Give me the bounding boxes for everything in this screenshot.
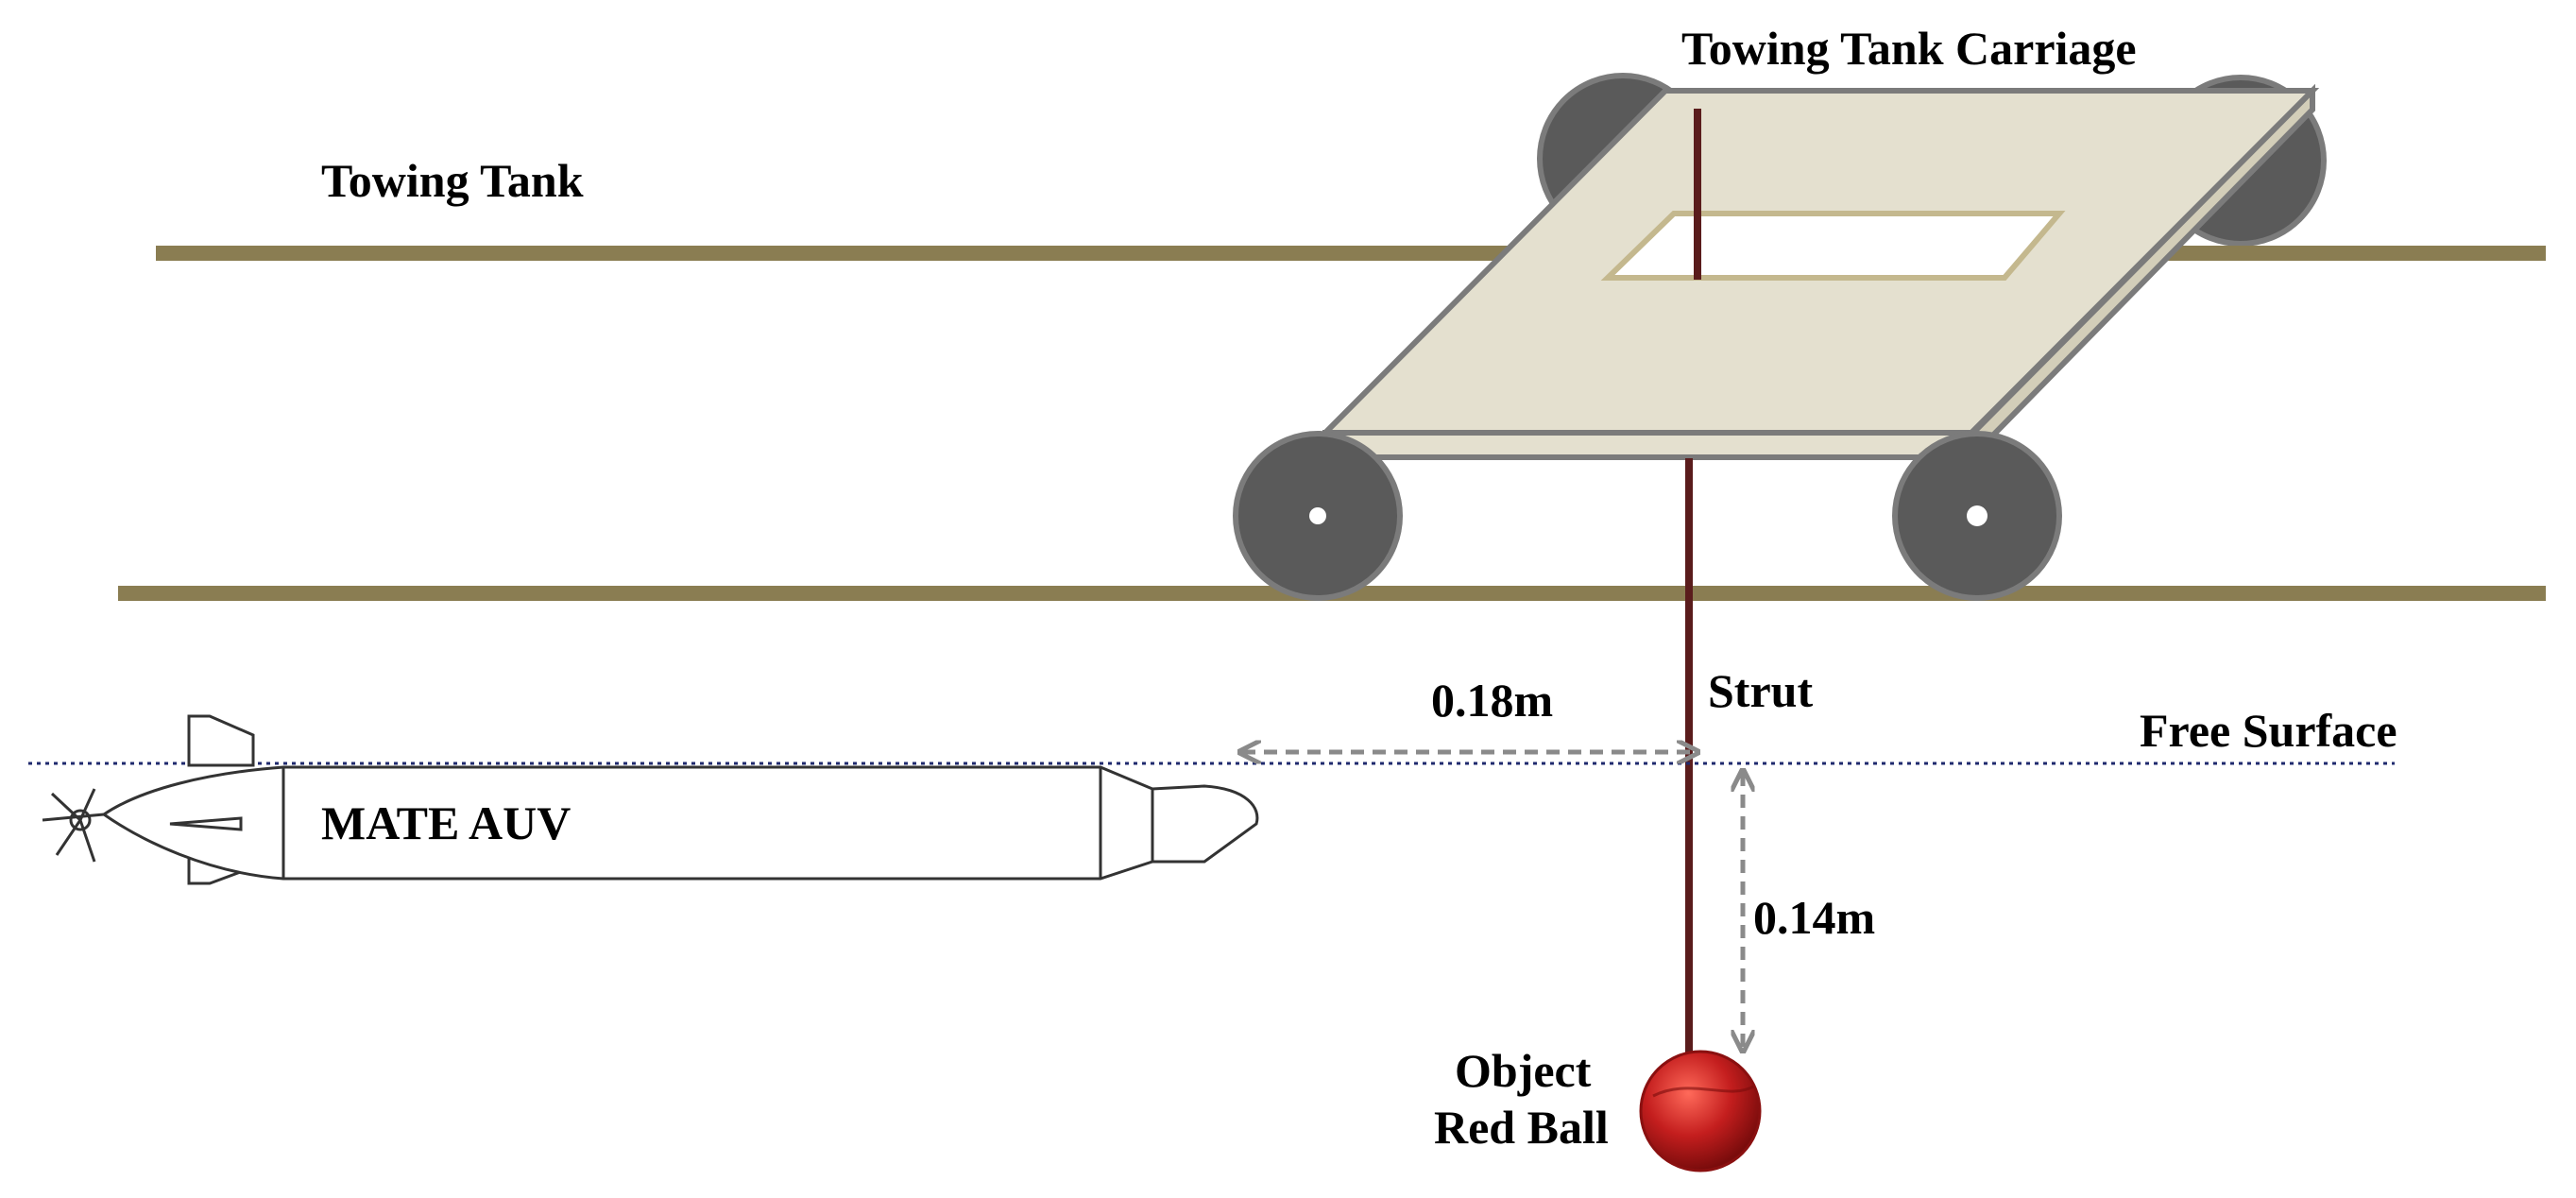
red-ball-seam	[1652, 1085, 1754, 1098]
towing-tank-label: Towing Tank	[321, 154, 584, 207]
auv-hull	[101, 765, 1259, 881]
front-left-hub	[1309, 507, 1326, 524]
carriage-platform	[1318, 83, 2320, 465]
auv-propeller-shaft	[42, 813, 105, 822]
red-ball	[1639, 1050, 1762, 1172]
horizontal-distance-label: 0.18m	[1431, 674, 1553, 727]
auv-label: MATE AUV	[321, 796, 571, 849]
auv-top-fin	[187, 714, 255, 767]
red-ball-label: Red Ball	[1434, 1101, 1609, 1154]
carriage-label: Towing Tank Carriage	[1681, 22, 2137, 75]
vertical-distance-label: 0.14m	[1753, 891, 1875, 944]
auv-rudder-slot	[169, 816, 243, 831]
free-surface-label: Free Surface	[2140, 704, 2397, 757]
platform-opening	[1600, 211, 2066, 281]
front-wheels	[1233, 431, 2062, 601]
platform-front-edge	[1322, 430, 1974, 460]
object-label: Object	[1455, 1044, 1592, 1097]
strut-label: Strut	[1708, 664, 1813, 717]
propeller-icon	[50, 788, 96, 863]
mate-auv	[42, 714, 1259, 885]
front-right-hub	[1967, 505, 1987, 526]
